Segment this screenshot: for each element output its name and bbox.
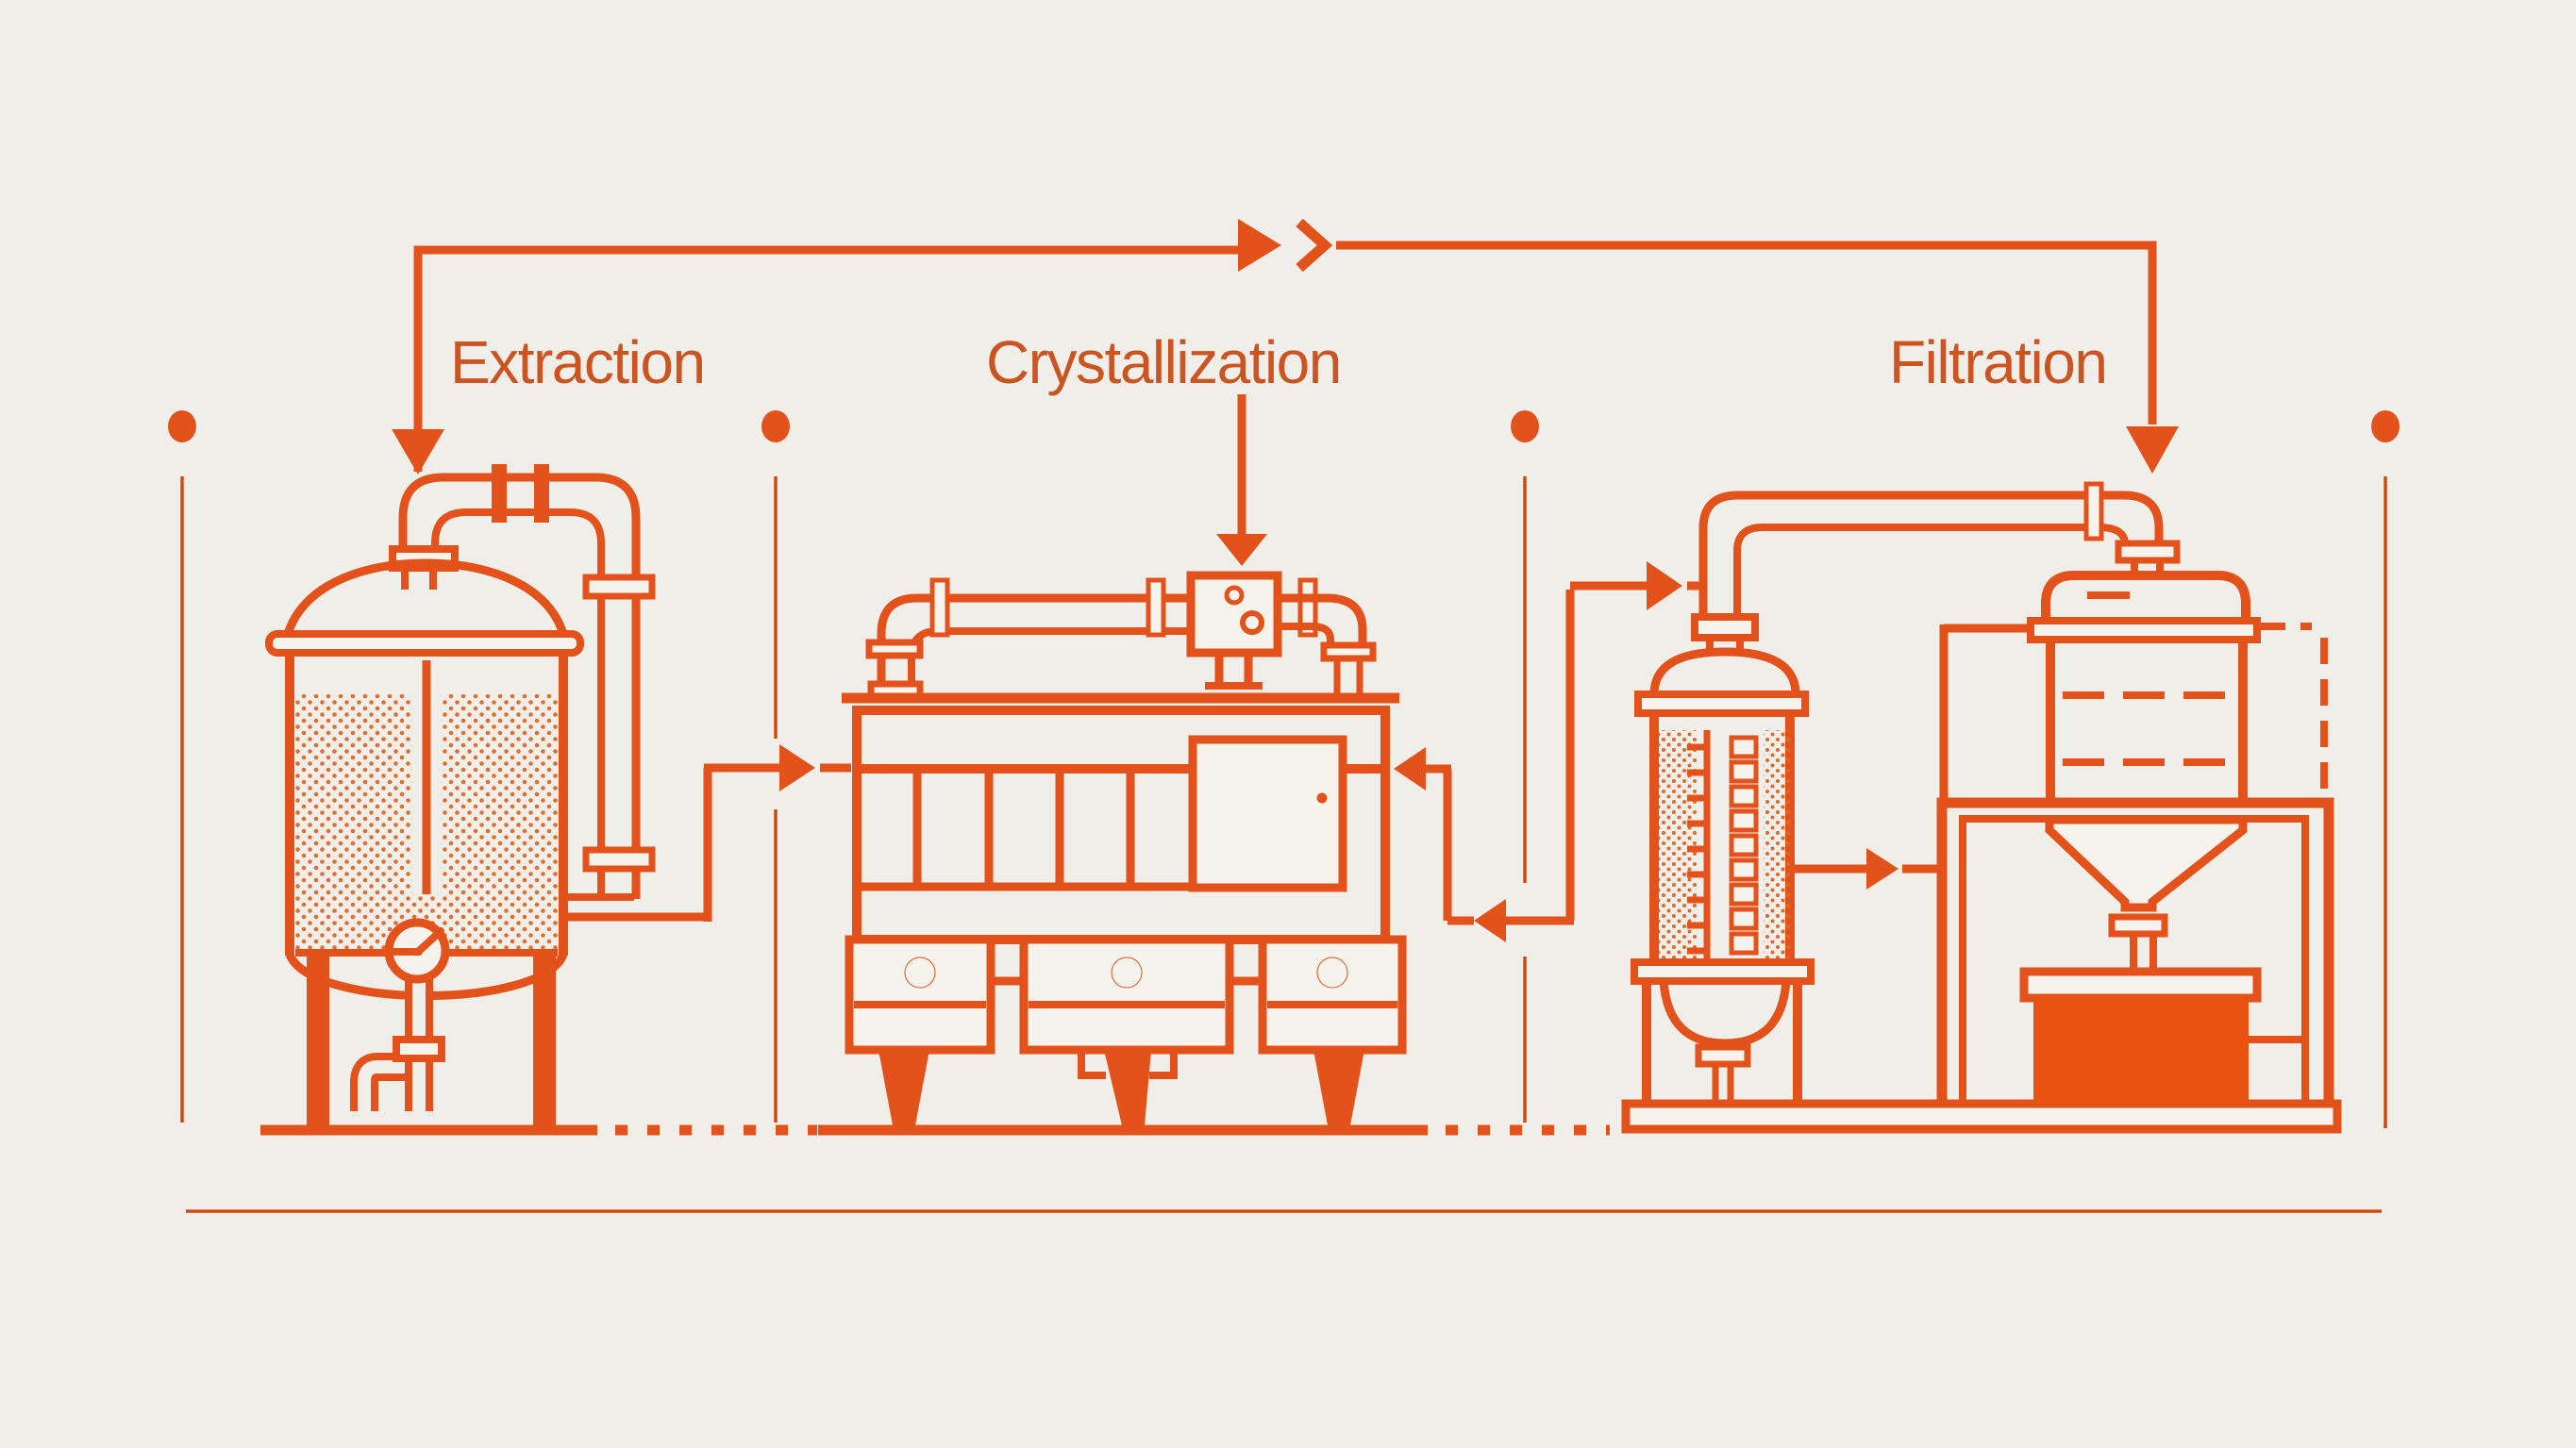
right-arrow-icon xyxy=(1647,561,1682,610)
access-door xyxy=(1188,735,1347,892)
collar-support-line xyxy=(1939,624,2031,800)
door-handle-icon xyxy=(1316,792,1328,804)
machine-leg xyxy=(1313,1050,1364,1125)
left-arrow-icon xyxy=(1474,899,1506,942)
drawer xyxy=(1019,935,1234,1055)
filter-receiver-icon xyxy=(1936,540,2334,1106)
pipe-flange-icon xyxy=(582,574,656,600)
funnel-pipe xyxy=(2130,934,2157,974)
extraction-tank-icon xyxy=(260,464,851,1136)
column-dome xyxy=(1649,647,1800,695)
column-legs xyxy=(1642,981,1802,1106)
drawer-knob-icon xyxy=(904,957,936,989)
hopper-top xyxy=(2041,571,2250,621)
tray-dividers xyxy=(912,774,1135,885)
stage-label-crystallization: Crystallization xyxy=(986,328,1342,396)
drawer-knob-icon xyxy=(1111,957,1143,989)
base-plate xyxy=(1621,1099,2342,1134)
chevron-right-icon xyxy=(1296,218,1333,273)
pipe-foot-flange-icon xyxy=(867,680,924,700)
hopper-collar xyxy=(2027,617,2261,643)
top-flow-line xyxy=(392,218,2179,474)
crystallization-label-arrow xyxy=(1216,394,1267,566)
filtration-column-icon xyxy=(1621,481,2342,1134)
hopper-walls xyxy=(2046,640,2248,800)
crystallizer-unit-icon xyxy=(818,571,1610,1136)
bullet-dot-icon xyxy=(1511,410,1539,442)
right-arrow-icon xyxy=(779,744,815,791)
collection-box-rim xyxy=(2019,967,2262,1003)
stem-flange-icon xyxy=(393,1036,445,1062)
column-bottom-flange xyxy=(1631,958,1815,985)
collection-box-solid xyxy=(2033,998,2249,1106)
transfer-line-path xyxy=(1394,561,1699,942)
right-arrow-icon xyxy=(1866,848,1899,890)
down-arrow-icon xyxy=(392,429,444,474)
nozzle-flange-icon xyxy=(2115,540,2181,564)
pipe-flange-icon xyxy=(582,846,656,873)
rail-ticks xyxy=(1687,743,1707,955)
bullet-dot-icon xyxy=(761,410,790,442)
drain-flange-icon xyxy=(1695,1043,1751,1068)
funnel xyxy=(2045,815,2248,912)
gauge-needle xyxy=(387,927,444,956)
pipe-flange-icon xyxy=(2083,481,2104,541)
pipe-flange-icon xyxy=(929,577,950,638)
tank-collar xyxy=(265,630,584,657)
column-top-flange-icon xyxy=(1691,613,1759,641)
pipe-flange-icon xyxy=(1146,577,1166,638)
pipe-flange-icon xyxy=(865,639,924,659)
receiver-frame-outer xyxy=(1936,797,2334,1106)
sight-hole-icon xyxy=(1240,610,1264,635)
machine-leg xyxy=(878,1050,929,1125)
drawer xyxy=(845,935,995,1055)
drain-elbow xyxy=(358,1060,419,1111)
column-bowl xyxy=(1659,980,1791,1048)
sight-hole-icon xyxy=(1224,585,1245,606)
right-arrow-icon xyxy=(1238,219,1281,272)
left-arrow-icon xyxy=(1394,747,1426,791)
column-top-plate xyxy=(1634,691,1809,717)
down-arrow-icon xyxy=(1216,534,1267,566)
drawer xyxy=(1258,935,1407,1055)
machine-leg xyxy=(1104,1050,1151,1125)
tank-legs xyxy=(307,956,556,1125)
drawer-knob-icon xyxy=(1316,957,1348,989)
pipe-flange-icon xyxy=(492,464,507,523)
pipe-flange-icon xyxy=(534,464,549,523)
down-arrow-icon xyxy=(2126,426,2179,474)
stage-label-extraction: Extraction xyxy=(450,328,706,396)
bullet-dot-icon xyxy=(2371,410,2400,442)
bullet-dot-icon xyxy=(168,410,196,442)
section-separators xyxy=(168,410,2400,1213)
junction-box xyxy=(1186,571,1282,657)
pipe-flange-icon xyxy=(1320,641,1377,662)
plate-stack xyxy=(1729,735,1759,956)
funnel-flange-icon xyxy=(2108,913,2168,938)
stage-label-filtration: Filtration xyxy=(1889,328,2108,396)
